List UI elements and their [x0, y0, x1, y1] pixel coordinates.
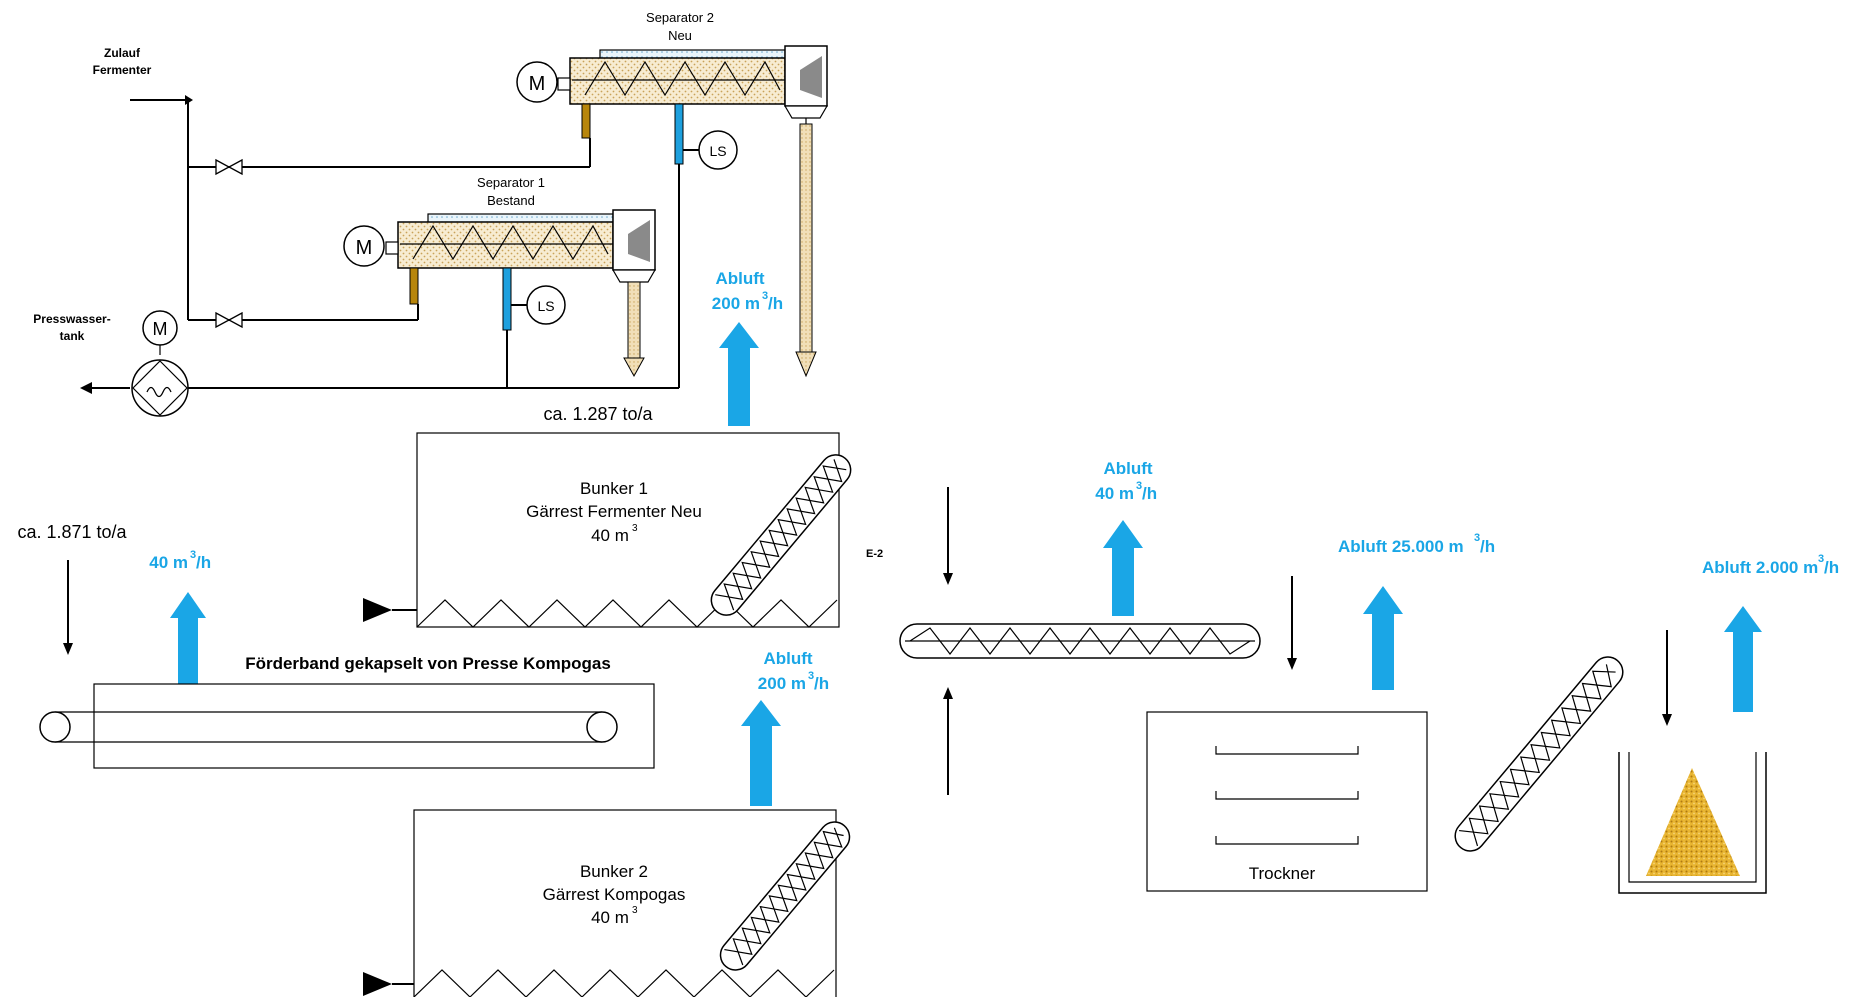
separator-2-drain	[581, 103, 591, 139]
press-water-label-line1: Presswasser-	[33, 312, 110, 326]
screw-conveyor-2	[719, 821, 851, 971]
exhaust-5-unit: /h	[1480, 537, 1495, 556]
separator-2-discharge-pipe	[795, 123, 817, 378]
dryer-label: Trockner	[1249, 864, 1316, 883]
separator-1-level-sensor: LS	[526, 285, 566, 325]
exhaust-2-value: 200 m	[758, 674, 806, 693]
level-sensor-label: LS	[537, 298, 554, 314]
exhaust-3-unit: /h	[1142, 484, 1157, 503]
exhaust-arrow-1	[719, 322, 759, 426]
bunker-2-title: Bunker 2	[580, 862, 648, 881]
bunker-2-volume: 40 m	[591, 908, 629, 927]
exhaust-3-value: 40 m	[1095, 484, 1134, 503]
motor-symbol: M	[356, 237, 373, 259]
separator-2-level-sensor: LS	[698, 130, 738, 170]
bunker-2-subtitle: Gärrest Kompogas	[543, 885, 686, 904]
product-container	[1618, 752, 1767, 894]
amount-left-label: ca. 1.871 to/a	[17, 522, 127, 542]
separator-2-coupling	[557, 77, 571, 91]
valve-icon[interactable]	[215, 311, 243, 329]
feed-label-line1: Zulauf	[104, 46, 141, 60]
bunker-1-volume-sup: 3	[632, 523, 638, 534]
bunker-2-volume-sup: 3	[632, 905, 638, 916]
heat-exchanger-icon	[131, 359, 189, 417]
valve-icon[interactable]	[215, 158, 243, 176]
level-sensor-label: LS	[709, 143, 726, 159]
exhaust-2-unit: /h	[814, 674, 829, 693]
screw-conveyor-3	[1454, 656, 1624, 852]
screw-conveyor-1	[710, 454, 852, 616]
bunker-1-volume: 40 m	[591, 526, 629, 545]
bunker-1-title: Bunker 1	[580, 479, 648, 498]
exhaust-2-label: Abluft	[763, 649, 812, 668]
collector-screw-conveyor	[899, 623, 1261, 659]
exhaust-2-sup: 3	[808, 670, 814, 682]
exhaust-1-value: 200 m	[712, 294, 760, 313]
feed-label-line2: Fermenter	[93, 63, 152, 77]
separator-1-discharge-pipe	[623, 281, 645, 378]
dryer	[1146, 711, 1428, 892]
conveyor-label: Förderband gekapselt von Presse Kompogas	[245, 654, 611, 673]
bunker-1-subtitle: Gärrest Fermenter Neu	[526, 502, 702, 521]
separator-1-motor: M	[343, 225, 385, 267]
press-water-label-line2: tank	[60, 329, 85, 343]
amount-top-label: ca. 1.287 to/a	[543, 404, 653, 424]
encapsulated-conveyor	[39, 683, 655, 769]
screw-tag: E-2	[866, 548, 883, 560]
motor-symbol: M	[529, 73, 546, 95]
separator-2	[569, 45, 829, 124]
exhaust-3-sup: 3	[1136, 480, 1142, 492]
separator-1-subtitle: Bestand	[487, 193, 535, 208]
motor-symbol: M	[153, 319, 168, 339]
press-water-line	[80, 164, 680, 394]
exhaust-4-sup: 3	[190, 549, 196, 561]
bunker-2-discharge-icon	[363, 972, 392, 996]
separator-1-sensor-pipe	[502, 267, 512, 331]
exhaust-4-value: 40 m	[149, 553, 188, 572]
exhaust-5-value: Abluft 25.000 m	[1338, 537, 1464, 556]
exhaust-arrow-3	[1103, 520, 1143, 616]
exhaust-6-unit: /h	[1824, 558, 1839, 577]
exhaust-4-unit: /h	[196, 553, 211, 572]
exhaust-5-sup: 3	[1474, 532, 1480, 544]
bunker-1-discharge-icon	[363, 598, 392, 622]
exhaust-arrow-5	[1363, 586, 1403, 690]
exhaust-6-value: Abluft 2.000 m	[1702, 558, 1818, 577]
separator-1-drain	[409, 267, 419, 305]
exhaust-arrow-2	[741, 700, 781, 806]
separator-2-sensor-pipe	[674, 103, 684, 165]
exhaust-1-sup: 3	[762, 290, 768, 302]
exhaust-3-label: Abluft	[1103, 459, 1152, 478]
exhaust-6-sup: 3	[1818, 553, 1824, 565]
separator-2-motor: M	[516, 61, 558, 103]
separator-1-title: Separator 1	[477, 175, 545, 190]
exhaust-1-unit: /h	[768, 294, 783, 313]
separator-1-coupling	[385, 241, 399, 255]
separator-2-subtitle: Neu	[668, 28, 692, 43]
separator-2-title: Separator 2	[646, 10, 714, 25]
exhaust-1-label: Abluft	[715, 269, 764, 288]
exhaust-arrow-4	[170, 592, 206, 684]
pump-motor: M	[142, 310, 178, 355]
separator-1	[397, 209, 657, 283]
exhaust-arrow-6	[1724, 606, 1762, 712]
